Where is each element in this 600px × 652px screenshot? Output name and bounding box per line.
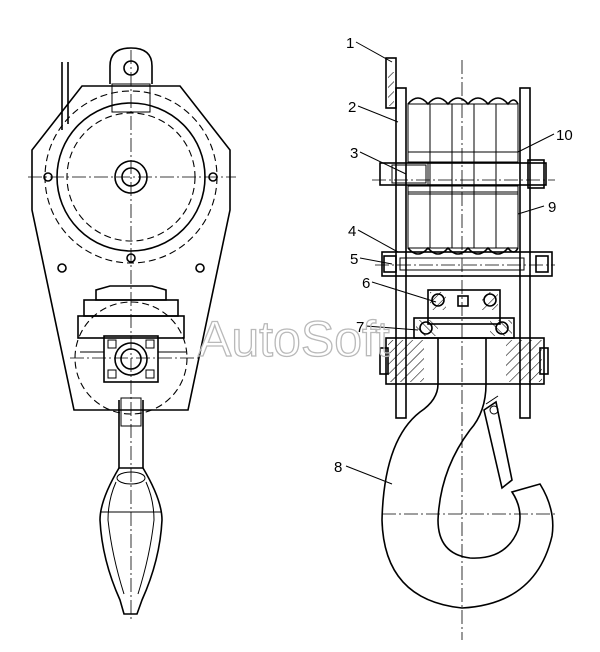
callout-7: 7 (356, 319, 364, 336)
section-view (372, 57, 556, 640)
sheave-stack (407, 97, 519, 255)
rope-guard (385, 57, 397, 109)
callout-2: 2 (348, 99, 356, 116)
callout-10: 10 (556, 127, 573, 144)
side-plate (31, 85, 231, 411)
callouts: 1 2 3 4 5 6 7 8 9 10 (334, 35, 573, 476)
callout-4: 4 (348, 223, 356, 240)
top-lug (109, 47, 153, 84)
hook-body (381, 338, 554, 609)
bearing-block (103, 335, 159, 383)
plate-bolts (43, 172, 218, 273)
leader-lines (345, 41, 555, 485)
crosshead (77, 315, 185, 339)
lower-axle (381, 251, 553, 277)
front-view (28, 47, 236, 620)
left-cheek (395, 87, 407, 419)
safety-latch (483, 400, 513, 490)
callout-5: 5 (350, 251, 358, 268)
sheave-axle (379, 162, 547, 186)
callout-8: 8 (334, 459, 342, 476)
right-cheek (519, 87, 531, 419)
hook-body-front (99, 467, 163, 615)
callout-9: 9 (548, 199, 556, 216)
callout-1: 1 (346, 35, 354, 52)
callout-3: 3 (350, 145, 358, 162)
hook-shank (118, 400, 144, 469)
watermark: AutoSoft (198, 311, 390, 367)
traverse (385, 337, 545, 385)
thrust-bearing (413, 289, 515, 339)
axle (121, 167, 141, 187)
callout-6: 6 (362, 275, 370, 292)
lug-hole (123, 60, 139, 76)
axle-ring (114, 160, 148, 194)
